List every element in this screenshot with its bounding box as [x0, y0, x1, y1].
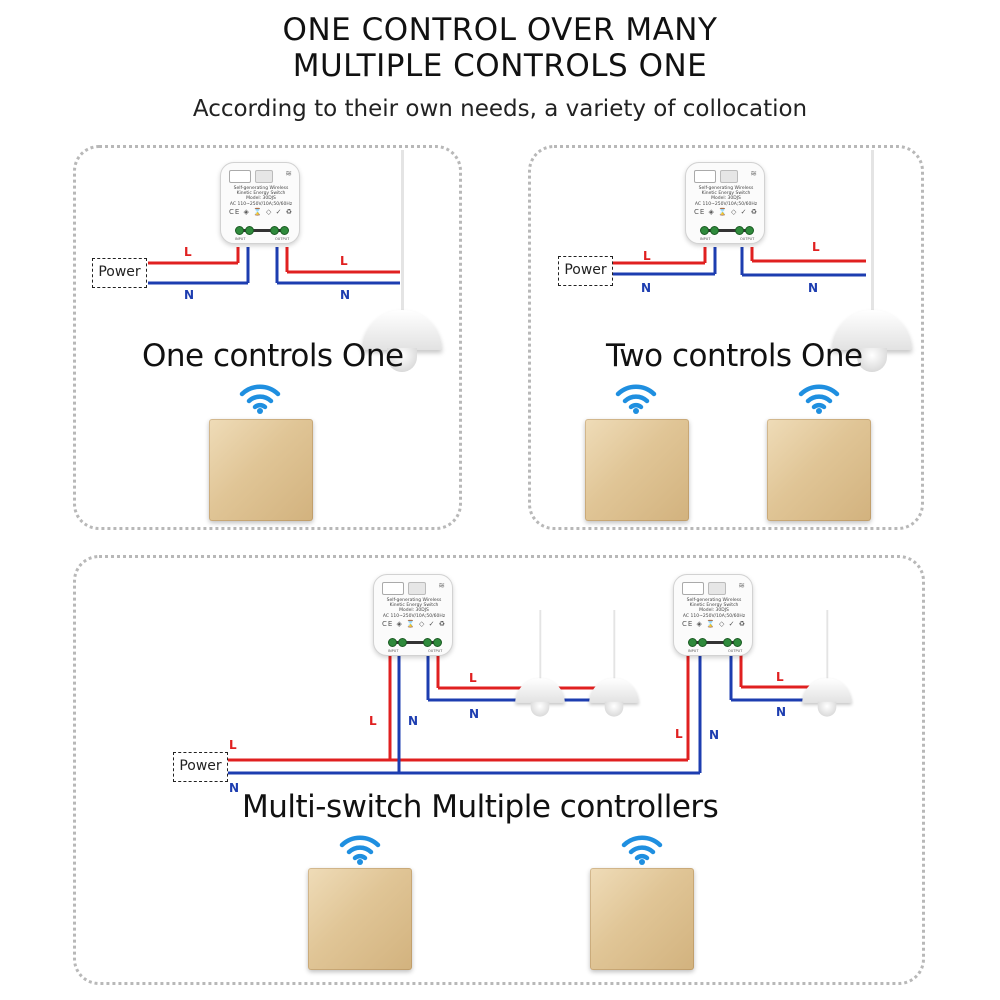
caption-one-controls-one: One controls One	[142, 338, 404, 374]
pendant-lamp	[362, 150, 442, 372]
wifi-icon: ≋	[750, 169, 757, 178]
wireless-wall-switch[interactable]	[209, 419, 313, 521]
module-text-line: Self-generating Wireless	[686, 598, 742, 603]
wifi-signal-icon	[615, 384, 657, 414]
neutral-wire-label: N	[776, 705, 787, 719]
power-source-label: Power	[173, 752, 228, 782]
pendant-lamp	[589, 610, 639, 717]
terminal-output-label: OUTPUT	[740, 237, 755, 241]
neutral-wire-label: N	[408, 714, 419, 728]
power-source-label: Power	[92, 258, 147, 288]
terminal-output-label: OUTPUT	[428, 649, 443, 653]
module-text-line: Self-generating Wireless	[698, 186, 754, 191]
live-wire-label: L	[812, 240, 820, 254]
module-text-line: AC 110~250V/10A;50/60Hz	[682, 613, 746, 619]
wifi-icon: ≋	[438, 581, 445, 590]
wireless-wall-switch[interactable]	[590, 868, 694, 970]
panel-multi-switch	[73, 555, 925, 985]
pendant-lamp	[832, 150, 912, 372]
neutral-wire-label: N	[641, 281, 652, 295]
neutral-wire-label: N	[229, 781, 240, 795]
terminal-input-label: INPUT	[688, 649, 699, 653]
terminal-input-label: INPUT	[235, 237, 246, 241]
wifi-signal-icon	[621, 835, 663, 865]
module-text-line: Kinetic Energy Switch	[236, 191, 286, 197]
module-text-line: AC 110~250V/10A;50/60Hz	[229, 201, 293, 207]
panel-two-controls-one	[528, 145, 924, 530]
pendant-lamp	[802, 610, 852, 717]
wireless-wall-switch[interactable]	[308, 868, 412, 970]
power-source-label: Power	[558, 256, 613, 286]
subtitle: According to their own needs, a variety …	[192, 96, 808, 122]
pendant-lamp	[515, 610, 565, 717]
certification-marks: CE ◈ ⌛ ◇ ✓ ♻	[228, 208, 294, 216]
wifi-signal-icon	[798, 384, 840, 414]
panel-one-controls-one	[73, 145, 462, 530]
title-line-2: MULTIPLE CONTROLS ONE	[292, 48, 708, 84]
certification-marks: CE ◈ ⌛ ◇ ✓ ♻	[681, 620, 747, 628]
live-wire-label: L	[340, 254, 348, 268]
terminal-input-label: INPUT	[700, 237, 711, 241]
module-text-line: Model: 30DJS	[399, 608, 429, 614]
caption-two-controls-one: Two controls One	[606, 338, 863, 374]
live-wire-label: L	[229, 738, 237, 752]
live-wire-label: L	[184, 245, 192, 259]
module-text-line: AC 110~250V/10A;50/60Hz	[382, 613, 446, 619]
live-wire-label: L	[675, 727, 683, 741]
live-wire-label: L	[776, 670, 784, 684]
wifi-icon: ≋	[738, 581, 745, 590]
wifi-signal-icon	[339, 835, 381, 865]
terminal-input-label: INPUT	[388, 649, 399, 653]
live-wire-label: L	[469, 671, 477, 685]
live-wire-label: L	[369, 714, 377, 728]
neutral-wire-label: N	[469, 707, 480, 721]
module-text-line: Model: 30DJS	[246, 196, 276, 202]
terminal-output-label: OUTPUT	[728, 649, 743, 653]
title-line-1: ONE CONTROL OVER MANY	[282, 12, 718, 48]
wireless-wall-switch[interactable]	[767, 419, 871, 521]
module-text-line: Self-generating Wireless	[386, 598, 442, 603]
certification-marks: CE ◈ ⌛ ◇ ✓ ♻	[693, 208, 759, 216]
module-text-line: AC 110~250V/10A;50/60Hz	[694, 201, 758, 207]
module-text-line: Model: 30DJS	[699, 608, 729, 614]
neutral-wire-label: N	[340, 288, 351, 302]
neutral-wire-label: N	[808, 281, 819, 295]
module-text-line: Kinetic Energy Switch	[689, 603, 739, 609]
wifi-signal-icon	[239, 384, 281, 414]
caption-multi-switch: Multi-switch Multiple controllers	[242, 789, 719, 825]
neutral-wire-label: N	[184, 288, 195, 302]
module-text-line: Kinetic Energy Switch	[389, 603, 439, 609]
wifi-icon: ≋	[285, 169, 292, 178]
module-text-line: Self-generating Wireless	[233, 186, 289, 191]
certification-marks: CE ◈ ⌛ ◇ ✓ ♻	[381, 620, 447, 628]
module-text-line: Model: 30DJS	[711, 196, 741, 202]
wireless-wall-switch[interactable]	[585, 419, 689, 521]
terminal-output-label: OUTPUT	[275, 237, 290, 241]
live-wire-label: L	[643, 249, 651, 263]
module-text-line: Kinetic Energy Switch	[701, 191, 751, 197]
neutral-wire-label: N	[709, 728, 720, 742]
